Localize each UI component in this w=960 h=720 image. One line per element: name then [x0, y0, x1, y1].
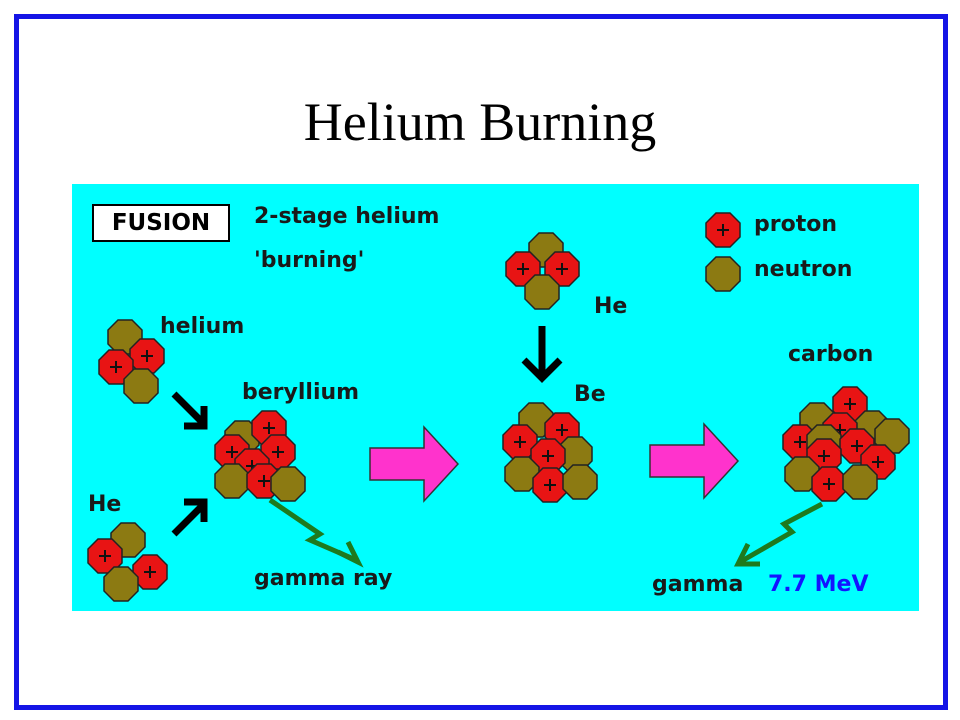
helium-nucleus-middle — [505, 232, 580, 310]
legend-neutron-icon — [705, 256, 741, 292]
gamma-arrow-icon — [733, 501, 824, 567]
fusion-arrow-2-icon — [649, 422, 740, 500]
diagram-graphics — [87, 212, 910, 602]
arrow-down-right-icon — [171, 391, 208, 430]
arrow-up-right-icon — [171, 498, 208, 537]
label-he-left: He — [88, 492, 122, 517]
gamma-ray-arrow-icon — [268, 497, 364, 568]
label-gamma-ray: gamma ray — [254, 566, 393, 591]
subtitle-line1: 2-stage helium — [254, 204, 440, 229]
legend-neutron-label: neutron — [754, 257, 853, 282]
fusion-label-box: FUSION — [92, 204, 230, 242]
be-nucleus-middle — [502, 402, 598, 503]
label-carbon: carbon — [788, 342, 874, 367]
fusion-arrow-1-icon — [369, 425, 460, 503]
label-be: Be — [574, 382, 606, 407]
label-helium: helium — [160, 314, 245, 339]
legend-proton-label: proton — [754, 212, 838, 237]
helium-nucleus-top — [98, 319, 165, 404]
subtitle-line2: 'burning' — [254, 248, 365, 273]
label-beryllium: beryllium — [242, 380, 360, 405]
arrow-down-icon — [521, 326, 563, 383]
label-energy: 7.7 MeV — [768, 572, 869, 597]
helium-nucleus-bottom — [87, 522, 168, 602]
carbon-nucleus — [782, 386, 910, 502]
fusion-diagram: FUSION 2-stage helium 'burning' proton n… — [72, 184, 919, 611]
label-gamma: gamma — [652, 572, 744, 597]
beryllium-nucleus — [214, 410, 306, 502]
legend-proton-icon — [705, 212, 741, 248]
slide-title: Helium Burning — [303, 92, 657, 152]
label-he-top: He — [594, 294, 628, 319]
